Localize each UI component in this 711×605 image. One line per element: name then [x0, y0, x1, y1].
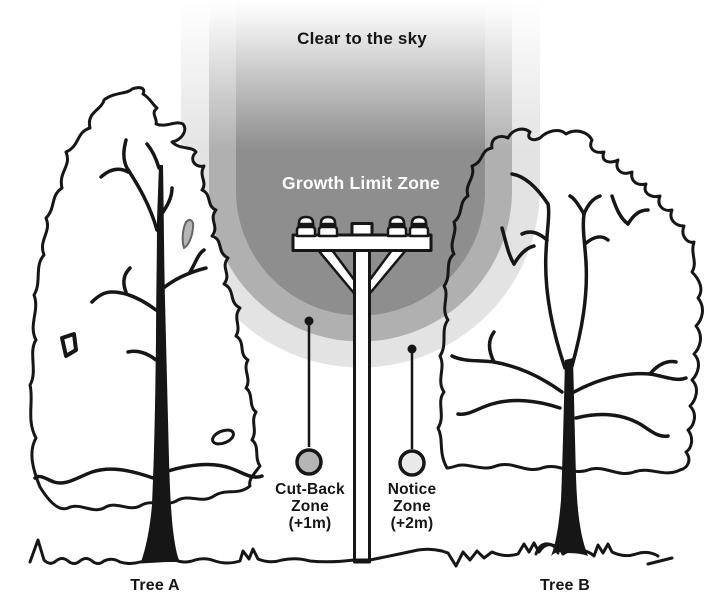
tree-b [436, 127, 704, 556]
tree-b-trunk [551, 358, 588, 556]
cut-back-zone-label: Cut-Back Zone (+1m) [275, 481, 345, 532]
tree-a-ellipse-detail [211, 428, 235, 446]
pole-mast [353, 247, 371, 564]
tree-b-branches [450, 172, 688, 439]
clear-to-sky-label: Clear to the sky [297, 29, 427, 48]
pole-crossarm [291, 233, 433, 252]
insulators [295, 215, 430, 238]
zone-markers [295, 316, 426, 477]
notice-marker-circle [398, 449, 426, 477]
utility-pole [291, 215, 433, 564]
insulator-icon [386, 215, 408, 238]
clear-to-sky-fade [165, 0, 555, 150]
tree-b-label: Tree B [539, 577, 591, 594]
ground-line [28, 538, 660, 568]
cut-back-marker-circle [295, 448, 323, 476]
tree-b-canopy [436, 127, 704, 475]
tree-a-branches [33, 138, 264, 485]
tree-a-leaf-detail [181, 219, 195, 249]
ground [28, 538, 674, 568]
tree-a [28, 86, 264, 562]
insulator-icon [408, 215, 430, 238]
insulator-icon [317, 215, 339, 238]
tree-a-hole-detail [60, 332, 78, 358]
rock-left-icon [534, 542, 560, 556]
tree-a-label: Tree A [130, 577, 180, 594]
growth-limit-zone-label: Growth Limit Zone [282, 173, 440, 193]
notice-zone-label: Notice Zone (+2m) [387, 481, 437, 532]
tree-a-canopy [28, 86, 262, 512]
tree-a-trunk [141, 165, 180, 562]
ground-flick [646, 556, 674, 566]
insulator-icon [295, 215, 317, 238]
